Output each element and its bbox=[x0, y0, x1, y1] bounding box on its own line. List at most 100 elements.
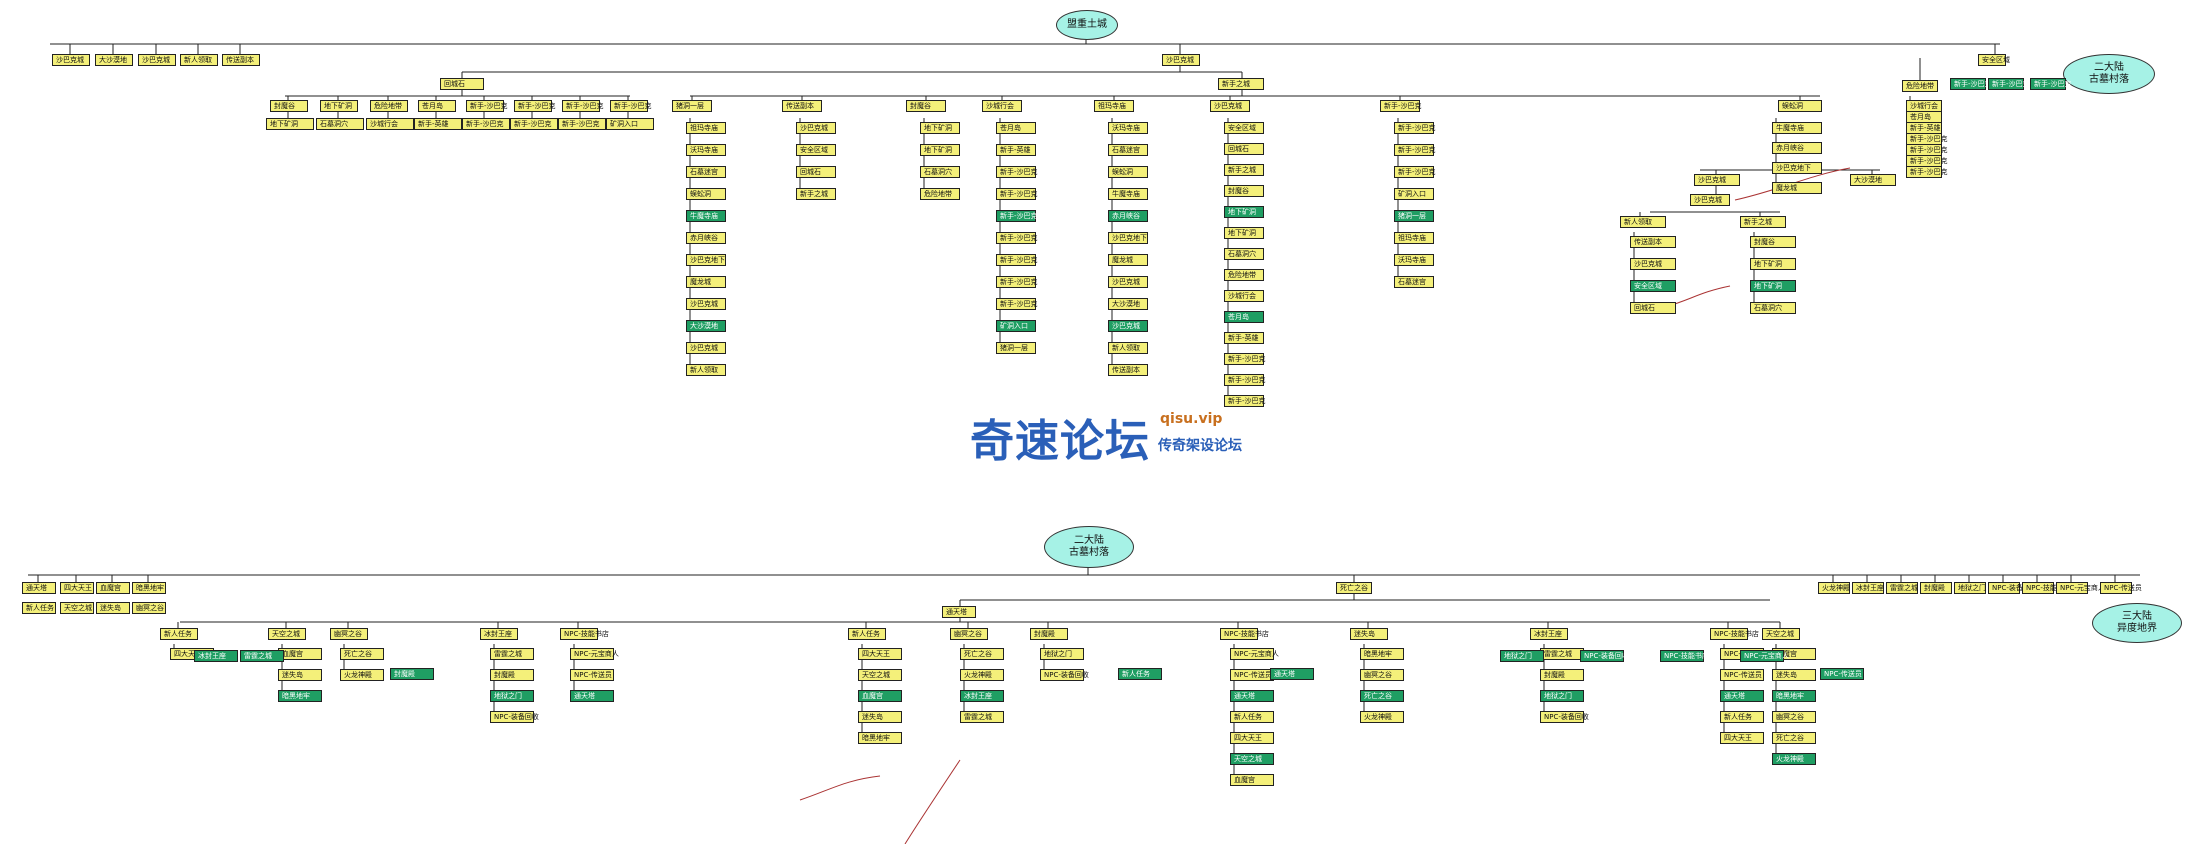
map-node: 蜈蚣洞 bbox=[686, 188, 726, 201]
map-node: 新手-沙巴克 bbox=[466, 100, 508, 113]
watermark-brand: 奇速论坛 bbox=[970, 416, 1150, 467]
map-node: 地狱之门 bbox=[1540, 690, 1584, 703]
map-node: NPC-元宝商人 bbox=[1740, 650, 1789, 663]
map-node: 新手-沙巴克 bbox=[510, 118, 558, 131]
map-node: NPC-装备回收 bbox=[1540, 711, 1589, 724]
map-node: 危险地带 bbox=[370, 100, 408, 113]
map-node: 传送副本 bbox=[222, 54, 260, 67]
map-node: 死亡之谷 bbox=[1336, 582, 1372, 595]
map-node: 传送副本 bbox=[782, 100, 822, 113]
map-node: 死亡之谷 bbox=[340, 648, 384, 661]
continent-node-middle: 二大陆 古墓村落 bbox=[1044, 526, 1134, 568]
map-node: 新手-沙巴克 bbox=[996, 188, 1038, 201]
map-node: 新人领取 bbox=[686, 364, 726, 377]
map-node: 四大天王 bbox=[858, 648, 902, 661]
map-node: 火龙神殿 bbox=[960, 669, 1004, 682]
map-node: 新手-沙巴克 bbox=[1394, 122, 1436, 135]
map-node: NPC-装备回收 bbox=[1580, 650, 1629, 663]
map-node: 新手-沙巴克 bbox=[610, 100, 652, 113]
map-node: 冰封王座 bbox=[960, 690, 1004, 703]
map-node: 危险地带 bbox=[920, 188, 960, 201]
map-node: 火龙神殿 bbox=[1772, 753, 1816, 766]
map-node: 石墓洞穴 bbox=[1224, 248, 1264, 261]
map-node: NPC-传送员 bbox=[570, 669, 614, 682]
map-node: 沙巴克城 bbox=[1210, 100, 1250, 113]
map-node: 迷失岛 bbox=[1350, 628, 1388, 641]
map-node: 迷失岛 bbox=[858, 711, 902, 724]
map-node: NPC-传送员 bbox=[1720, 669, 1764, 682]
map-node: 传送副本 bbox=[1630, 236, 1676, 249]
map-node: 新手-沙巴克 bbox=[1394, 144, 1436, 157]
map-node: 封魔殿 bbox=[1030, 628, 1068, 641]
map-node: 牛魔寺庙 bbox=[1108, 188, 1148, 201]
map-node: 死亡之谷 bbox=[1360, 690, 1404, 703]
map-node: 新手-英雄 bbox=[996, 144, 1036, 157]
map-node: 祖玛寺庙 bbox=[1094, 100, 1134, 113]
map-node: 封魔谷 bbox=[1224, 185, 1264, 198]
map-node: NPC-装备回收 bbox=[1040, 669, 1089, 682]
map-node: 封魔殿 bbox=[1540, 669, 1584, 682]
link-curve bbox=[1667, 285, 1731, 307]
map-node: NPC-元宝商人 bbox=[2056, 582, 2105, 595]
map-node: 新手-沙巴克 bbox=[996, 232, 1038, 245]
map-node: 地下矿洞 bbox=[1750, 280, 1796, 293]
root-node-top: 盟重土城 bbox=[1056, 10, 1118, 40]
map-node: 矿洞入口 bbox=[996, 320, 1036, 333]
map-node: 沙巴克城 bbox=[686, 298, 726, 311]
map-node: 迷失岛 bbox=[278, 669, 322, 682]
map-node: 沙巴克城 bbox=[138, 54, 176, 67]
map-node: 通天塔 bbox=[570, 690, 614, 703]
map-node: 沙城行会 bbox=[1224, 290, 1264, 303]
map-node: 沙巴克城 bbox=[1108, 276, 1148, 289]
map-node: 地狱之门 bbox=[1500, 650, 1544, 663]
map-node: 血魔宫 bbox=[858, 690, 902, 703]
map-node: 猪洞一层 bbox=[1394, 210, 1434, 223]
map-node: 沙巴克城 bbox=[1162, 54, 1200, 67]
map-node: 苍月岛 bbox=[996, 122, 1036, 135]
map-node: 回城石 bbox=[796, 166, 836, 179]
map-node: 雷霆之城 bbox=[1886, 582, 1918, 595]
map-node: 大沙漠地 bbox=[95, 54, 133, 67]
map-node: 新手-沙巴克 bbox=[996, 166, 1038, 179]
map-node: 魔龙城 bbox=[686, 276, 726, 289]
map-node: 新手-沙巴克 bbox=[996, 276, 1038, 289]
map-node: 赤月峡谷 bbox=[1108, 210, 1148, 223]
map-node: 赤月峡谷 bbox=[686, 232, 726, 245]
map-node: 新人领取 bbox=[1108, 342, 1148, 355]
map-node: 苍月岛 bbox=[1224, 311, 1264, 324]
map-node: 幽冥之谷 bbox=[132, 602, 166, 615]
map-node: 天空之城 bbox=[858, 669, 902, 682]
map-node: 迷失岛 bbox=[96, 602, 130, 615]
map-node: 石墓迷宫 bbox=[1394, 276, 1434, 289]
map-node: 通天塔 bbox=[1230, 690, 1274, 703]
map-node: 蜈蚣洞 bbox=[1778, 100, 1822, 113]
map-node: 沙巴克城 bbox=[1690, 194, 1730, 207]
map-node: 新手-沙巴克 bbox=[558, 118, 606, 131]
map-node: 石墓洞穴 bbox=[1750, 302, 1796, 315]
map-node: 地下矿洞 bbox=[920, 144, 960, 157]
map-node: NPC-传送员 bbox=[1820, 668, 1864, 681]
map-node: 石墓迷宫 bbox=[1108, 144, 1148, 157]
map-node: 雷霆之城 bbox=[490, 648, 534, 661]
map-node: NPC-技能书店 bbox=[2022, 582, 2071, 595]
map-node: 新手-沙巴克 bbox=[1988, 78, 2030, 91]
map-node: 沙巴克地下 bbox=[1772, 162, 1822, 175]
map-node: 地狱之门 bbox=[1954, 582, 1986, 595]
map-node: 牛魔寺庙 bbox=[686, 210, 726, 223]
map-node: NPC-传送员 bbox=[2100, 582, 2142, 595]
map-node: 通天塔 bbox=[1270, 668, 1314, 681]
map-node: 封魔殿 bbox=[490, 669, 534, 682]
map-node: 新手-沙巴克 bbox=[1224, 395, 1266, 408]
map-node: 新人领取 bbox=[1620, 216, 1666, 229]
map-node: 封魔殿 bbox=[390, 668, 434, 681]
map-node: 暗黑地牢 bbox=[1772, 690, 1816, 703]
map-node: 大沙漠地 bbox=[1108, 298, 1148, 311]
map-node: 封魔谷 bbox=[1750, 236, 1796, 249]
map-node: 地下矿洞 bbox=[920, 122, 960, 135]
map-node: 安全区域 bbox=[1978, 54, 2010, 67]
map-node: 沙巴克城 bbox=[52, 54, 90, 67]
map-node: 沙城行会 bbox=[982, 100, 1022, 113]
map-node: 四大天王 bbox=[1230, 732, 1274, 745]
map-node: 新手-沙巴克 bbox=[1224, 374, 1266, 387]
map-node: 矿洞入口 bbox=[1394, 188, 1434, 201]
